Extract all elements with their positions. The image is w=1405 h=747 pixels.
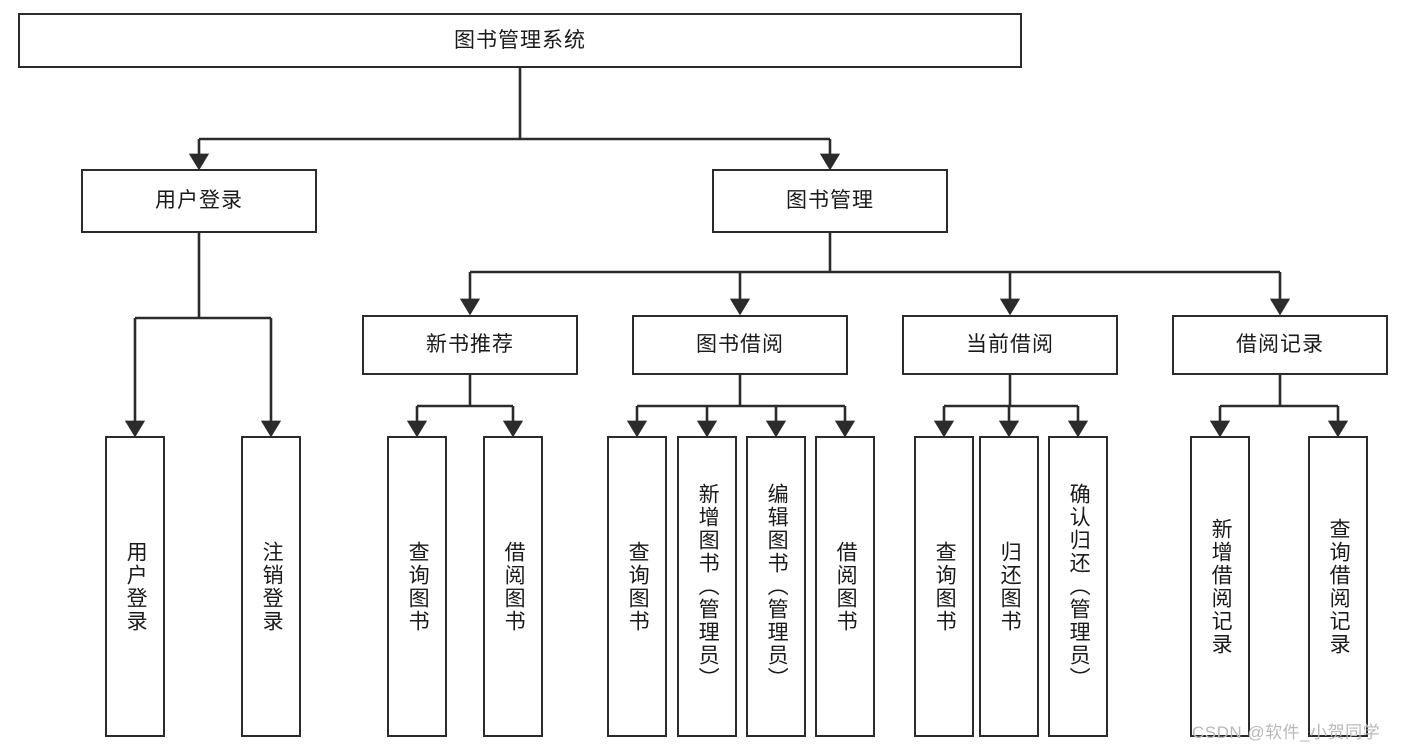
leaf-cb-confirm-return[interactable]: 确认归还（管理员） — [1048, 436, 1108, 737]
node-user-login[interactable]: 用户登录 — [81, 169, 317, 233]
leaf-bb-add-book-label: 新增图书（管理员） — [696, 483, 720, 690]
leaf-bb-query-book[interactable]: 查询图书 — [607, 436, 667, 737]
leaf-logout[interactable]: 注销登录 — [241, 436, 301, 737]
edges-current-borrow — [933, 375, 1089, 438]
edges-borrow-record — [1209, 375, 1349, 438]
node-book-borrow[interactable]: 图书借阅 — [632, 315, 848, 375]
node-user-login-label: 用户登录 — [155, 189, 243, 213]
node-current-borrow-label: 当前借阅 — [966, 333, 1054, 357]
node-book-manage-label: 图书管理 — [786, 189, 874, 213]
edges-book-borrow — [626, 375, 856, 438]
node-root-label: 图书管理系统 — [454, 28, 586, 52]
node-borrow-record-label: 借阅记录 — [1236, 333, 1324, 357]
leaf-cb-return-book-label: 归还图书 — [998, 540, 1022, 633]
leaf-cb-query-book[interactable]: 查询图书 — [914, 436, 974, 737]
node-current-borrow[interactable]: 当前借阅 — [902, 315, 1118, 375]
leaf-nb-borrow-book-label: 借阅图书 — [502, 540, 526, 633]
leaf-logout-label: 注销登录 — [260, 540, 284, 633]
leaf-bb-query-book-label: 查询图书 — [626, 540, 650, 633]
edges-user-login — [124, 233, 282, 438]
node-book-borrow-label: 图书借阅 — [696, 333, 784, 357]
leaf-cb-confirm-return-label: 确认归还（管理员） — [1067, 483, 1091, 690]
leaf-nb-query-book[interactable]: 查询图书 — [387, 436, 447, 737]
leaf-bb-edit-book-label: 编辑图书（管理员） — [765, 483, 789, 690]
edges-root — [188, 68, 841, 171]
edges-new-book-recommend — [406, 375, 524, 438]
leaf-cb-return-book[interactable]: 归还图书 — [979, 436, 1039, 737]
node-new-book-recommend[interactable]: 新书推荐 — [362, 315, 578, 375]
node-book-manage[interactable]: 图书管理 — [712, 169, 948, 233]
leaf-br-add-record[interactable]: 新增借阅记录 — [1190, 436, 1250, 737]
node-borrow-record[interactable]: 借阅记录 — [1172, 315, 1388, 375]
leaf-bb-add-book[interactable]: 新增图书（管理员） — [677, 436, 737, 737]
edges-book-manage — [459, 233, 1291, 316]
node-new-book-recommend-label: 新书推荐 — [426, 333, 514, 357]
leaf-br-add-record-label: 新增借阅记录 — [1209, 517, 1233, 656]
leaf-bb-borrow-book-label: 借阅图书 — [834, 540, 858, 633]
leaf-user-login[interactable]: 用户登录 — [105, 436, 165, 737]
leaf-br-query-record-label: 查询借阅记录 — [1327, 517, 1351, 656]
leaf-br-query-record[interactable]: 查询借阅记录 — [1308, 436, 1368, 737]
node-root[interactable]: 图书管理系统 — [18, 13, 1022, 68]
leaf-user-login-label: 用户登录 — [124, 540, 148, 633]
leaf-cb-query-book-label: 查询图书 — [933, 540, 957, 633]
leaf-bb-edit-book[interactable]: 编辑图书（管理员） — [746, 436, 806, 737]
leaf-bb-borrow-book[interactable]: 借阅图书 — [815, 436, 875, 737]
leaf-nb-borrow-book[interactable]: 借阅图书 — [483, 436, 543, 737]
leaf-nb-query-book-label: 查询图书 — [406, 540, 430, 633]
